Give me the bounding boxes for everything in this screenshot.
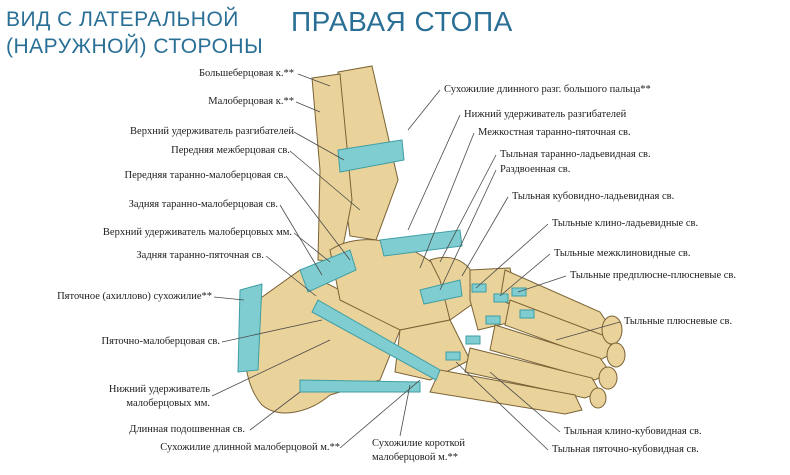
label-dorsal-cuneonavicular: Тыльные клино-ладьевидные св.: [552, 218, 699, 229]
label-bifurcate: Раздвоенная св.: [500, 164, 571, 175]
label-ehl-tendon: Сухожилие длинного разг. большого пальца…: [444, 84, 651, 95]
toe-head-2: [606, 342, 626, 368]
toe-head-4: [589, 387, 607, 409]
label-posterior-talofibular: Задняя таранно-малоберцовая св.: [128, 199, 278, 210]
label-inferior-peroneal-retinaculum-2: малоберцовых мм.: [126, 398, 210, 409]
label-dorsal-metatarsal: Тыльные плюсневые св.: [624, 316, 733, 327]
long-plantar-ligament: [299, 379, 421, 393]
label-peroneus-brevis-tendon-2: малоберцовой м.**: [372, 452, 458, 463]
label-fibula: Малоберцовая к.**: [208, 96, 294, 107]
label-long-plantar: Длинная подошвенная св.: [129, 424, 245, 435]
peroneal-retinaculum: [299, 249, 357, 293]
label-interosseous-talocalcaneal: Межкостная таранно-пяточная св.: [478, 127, 631, 138]
label-dorsal-talonavicular: Тыльная таранно-ладьевидная св.: [500, 149, 651, 160]
label-posterior-talocalcaneal: Задняя таранно-пяточная св.: [136, 250, 264, 261]
page-title: ПРАВАЯ СТОПА: [291, 6, 513, 37]
label-inferior-extensor-retinaculum: Нижний удерживатель разгибателей: [464, 109, 627, 120]
peroneal-tendons: [311, 299, 441, 381]
label-tibia: Большеберцовая к.**: [198, 68, 294, 79]
label-anterior-tibiofibular: Передняя межберцовая св.: [171, 145, 290, 156]
ligaments: [237, 139, 535, 393]
label-dorsal-cuboideonavicular: Тыльная кубовидно-ладьевидная св.: [512, 191, 675, 202]
label-inferior-peroneal-retinaculum-1: Нижний удерживатель: [108, 384, 210, 395]
inferior-extensor-retinaculum: [379, 229, 463, 257]
view-subtitle: ВИД С ЛАТЕРАЛЬНОЙ (НАРУЖНОЙ) СТОРОНЫ: [6, 6, 263, 60]
metatarsal-5: [429, 369, 583, 415]
label-dorsal-cuneocuboid: Тыльная клино-кубовидная св.: [564, 426, 702, 437]
subtitle-line-1: ВИД С ЛАТЕРАЛЬНОЙ: [6, 8, 239, 31]
label-achilles-tendon: Пяточное (ахиллово) сухожилие**: [57, 291, 212, 302]
extensor-retinaculum-superior: [337, 139, 405, 173]
toe-head-3: [598, 366, 618, 390]
toe-head-1: [601, 315, 623, 345]
label-peroneus-brevis-tendon-1: Сухожилие короткой: [372, 438, 466, 449]
subtitle-line-2: (НАРУЖНОЙ) СТОРОНЫ: [6, 35, 264, 58]
label-anterior-talofibular: Передняя таранно-малоберцовая св.: [124, 170, 286, 181]
achilles-tendon: [237, 283, 263, 373]
leader-lines: [211, 73, 621, 451]
label-dorsal-intercuneiform: Тыльные межклиновидные св.: [554, 248, 691, 259]
label-superior-extensor-retinaculum: Верхний удерживатель разгибателей: [130, 126, 294, 137]
label-peroneus-longus-tendon: Сухожилие длинной малоберцовой м.**: [160, 442, 340, 453]
label-calcaneofibular: Пяточно-малоберцовая св.: [101, 336, 220, 347]
label-dorsal-calcaneocuboid: Тыльная пяточно-кубовидная св.: [552, 444, 699, 455]
label-superior-peroneal-retinaculum: Верхний удерживатель малоберцовых мм.: [102, 227, 292, 238]
label-dorsal-tarsometatarsal: Тыльные предплюсне-плюсневые св.: [570, 270, 736, 281]
bifurcate-ligament: [419, 279, 463, 305]
